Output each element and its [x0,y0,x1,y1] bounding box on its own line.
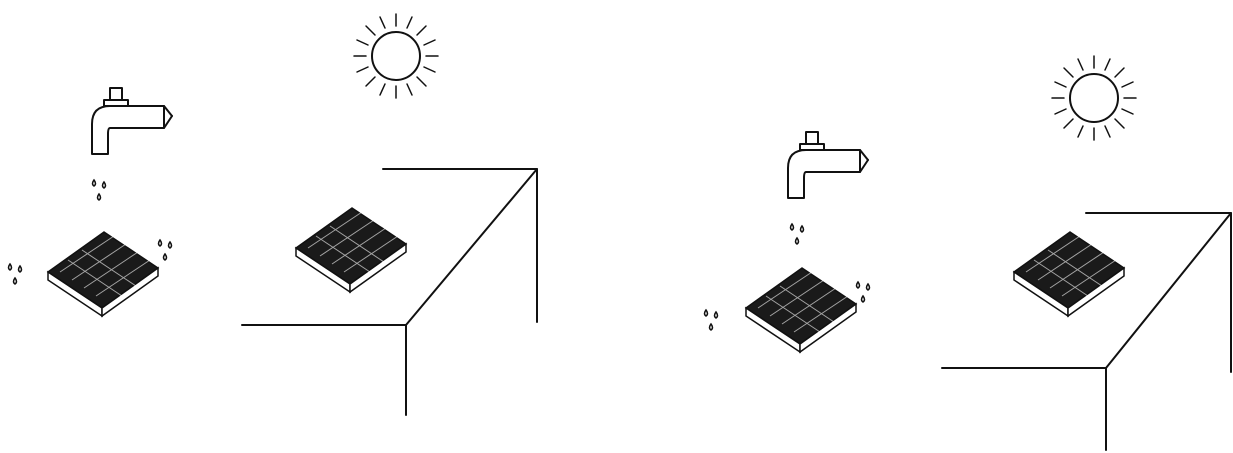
water-drops-icon [705,310,718,330]
water-drops-icon [159,240,172,260]
water-drops-icon [857,282,870,302]
water-drops-icon [791,224,804,244]
faucet-icon [788,132,868,198]
panel-left [9,14,538,415]
filter-pad-icon [296,208,406,292]
table-icon [242,169,537,415]
filter-pad-icon [1014,232,1124,316]
faucet-icon [92,88,172,154]
water-drops-icon [9,264,22,284]
water-drops-icon [93,180,106,200]
filter-pad-icon [746,268,856,352]
sun-icon [1052,56,1136,140]
filter-pad-icon [48,232,158,316]
panel-right [705,56,1232,450]
sun-icon [354,14,438,98]
